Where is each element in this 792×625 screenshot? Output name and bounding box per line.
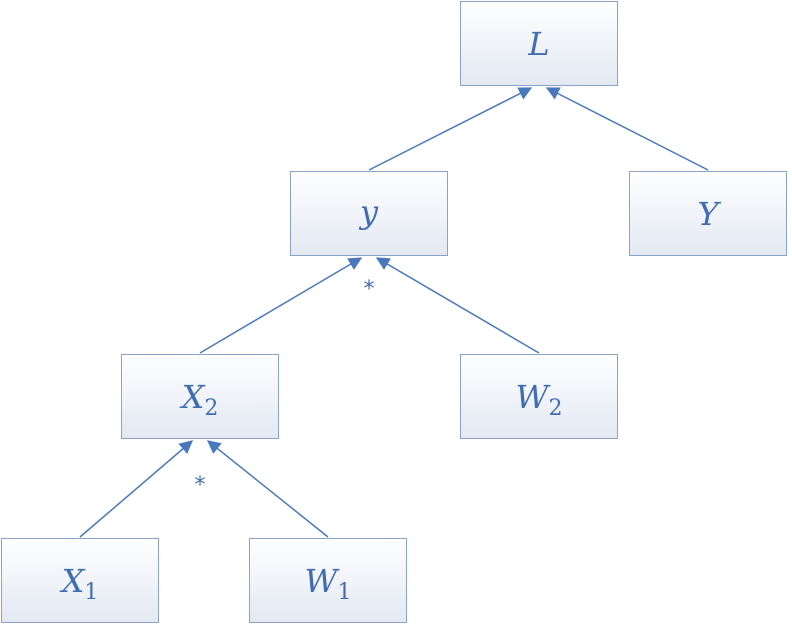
node-W2-subscript: 2 <box>548 396 562 421</box>
edge-Y-to-L <box>545 87 709 171</box>
node-X2-label: X <box>179 378 206 416</box>
node-L-label: L <box>527 25 549 63</box>
node-y-label: y <box>358 193 379 231</box>
node-W2: W2 <box>460 354 618 439</box>
multiply-operator-x2: * <box>195 473 206 498</box>
node-Y-label: Y <box>697 195 721 233</box>
node-W1-label: W <box>305 562 341 600</box>
node-W2-label: W <box>516 378 552 416</box>
node-X1-subscript: 1 <box>84 580 98 605</box>
edge-X2-to-y <box>199 257 363 354</box>
node-X1: X1 <box>1 538 159 623</box>
svg-text:L: L <box>527 25 549 63</box>
svg-text:Y: Y <box>697 195 721 233</box>
multiply-operator-y: * <box>364 277 375 302</box>
node-X2-subscript: 2 <box>204 396 218 421</box>
edge-X1-to-X2 <box>79 440 194 538</box>
node-X1-label: X <box>59 562 86 600</box>
node-W1: W1 <box>249 538 407 623</box>
svg-text:W1: W1 <box>305 562 352 605</box>
edge-y-to-L <box>368 87 533 171</box>
node-Y: Y <box>629 171 787 256</box>
node-y: y <box>290 171 448 256</box>
node-X2: X2 <box>121 354 279 439</box>
svg-text:X1: X1 <box>59 562 99 605</box>
edge-W2-to-y <box>375 257 540 354</box>
edge-W1-to-X2 <box>206 440 329 538</box>
svg-text:y: y <box>358 193 379 231</box>
svg-text:X2: X2 <box>179 378 219 421</box>
edges <box>79 87 709 538</box>
node-W1-subscript: 1 <box>337 580 351 605</box>
node-L: L <box>460 1 618 86</box>
svg-text:W2: W2 <box>516 378 563 421</box>
